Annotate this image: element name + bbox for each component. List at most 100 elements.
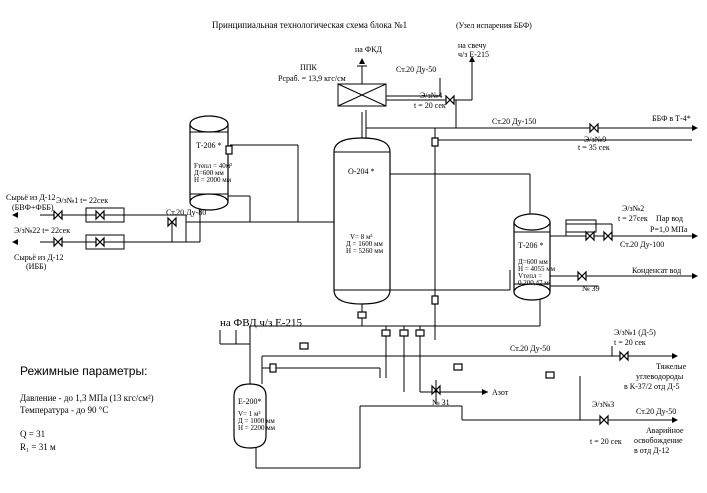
- valve-icon: [269, 363, 277, 373]
- t206-right-param-3: 0,200,47 м²: [518, 279, 551, 287]
- exchanger-t206-top: Т-206 * Fтепл = 40м² Д=600 мм Н = 2000 м…: [189, 115, 232, 211]
- valve-icon: [225, 145, 233, 155]
- label-n39: № 39: [582, 284, 600, 293]
- valves: [53, 94, 629, 426]
- valve-icon: [399, 329, 409, 337]
- label-emerg2: освобождение: [634, 436, 683, 445]
- label-eshn22: Э/з№22 t= 22сек: [14, 226, 70, 235]
- valve-icon: [167, 216, 177, 228]
- label-eshn3-t: t = 20 сек: [590, 437, 622, 446]
- valve-icon: [431, 137, 439, 147]
- valve-icon: [585, 230, 595, 242]
- valve-icon: [453, 363, 463, 371]
- t206-top-param-1: Д=600 мм: [194, 169, 224, 177]
- valve-icon: [545, 371, 555, 379]
- valve-icon: [589, 122, 599, 134]
- params-q: Q = 31: [20, 429, 45, 439]
- label-heavy2: углеводороды: [636, 372, 684, 381]
- label-eshn1b-t: t = 20 сек: [614, 338, 646, 347]
- t206-top-param-0: Fтепл = 40м²: [194, 162, 232, 170]
- valve-icon: [603, 230, 613, 242]
- label-eshn2-t: t = 27сек: [618, 214, 648, 223]
- label-eshn1b: Э/з№1 (Д-5): [614, 328, 656, 337]
- t206-right-param-2: Vтепл =: [518, 272, 542, 280]
- t206-right-label: Т-206 *: [518, 241, 544, 250]
- label-p-open: Pсраб. = 13,9 кгс/см: [278, 74, 346, 83]
- label-feed1: Сырьё из Д-12: [6, 193, 55, 202]
- valve-icon: [415, 329, 425, 337]
- params-heading: Режимные параметры:: [20, 364, 147, 378]
- t206-top-label: Т-206 *: [196, 141, 222, 150]
- label-heavy3: в К-37/2 отд Д-5: [624, 382, 679, 391]
- o204-label: О-204 *: [348, 167, 374, 176]
- arrow-feed2: [12, 239, 18, 245]
- label-eshn3: Э/з№3: [592, 400, 614, 409]
- valve-icon: [577, 270, 587, 282]
- vessel-o204: О-204 * V= 8 м³ Д = 1600 мм Н = 5260 мм: [333, 137, 391, 305]
- valve-icon: [299, 342, 309, 350]
- arrow-candle: [469, 56, 475, 62]
- label-feed1-b: (БВФ+ФББ): [12, 203, 54, 212]
- label-eshn4-t: t = 20 сек: [414, 101, 446, 110]
- label-emerg3: в отд Д-12: [634, 446, 669, 455]
- arrow-heavy: [672, 353, 678, 359]
- label-eshn2: Э/з№2: [622, 204, 644, 213]
- flow-arrows: [12, 56, 698, 423]
- valve-icon: [619, 350, 629, 362]
- label-to-fkd-e215: на ФВД ч/з Е-215: [220, 317, 302, 329]
- label-feed2: Сырьё из Д-12: [14, 253, 63, 262]
- label-ppk: ППК: [300, 63, 318, 72]
- label-st20-du50-bot: Ст.20 Ду-50: [636, 407, 676, 416]
- arrow-steam: [692, 233, 698, 239]
- valve-icon: [95, 209, 105, 221]
- label-st20-du100: Ст.20 Ду-100: [620, 240, 664, 249]
- label-eshn1: Э/з№1 t= 22сек: [56, 196, 108, 205]
- feed-valve-assemblies: [85, 207, 597, 250]
- pipelines: [40, 62, 692, 469]
- t206-right-param-1: Н = 4055 мм: [518, 265, 556, 273]
- diagram-title: Принципиальная технологическая схема бло…: [212, 20, 407, 30]
- label-st20-du80: Ст.20 Ду-80: [166, 208, 206, 217]
- label-heavy1: Тяжелые: [656, 362, 687, 371]
- label-emerg1: Аварийное: [646, 426, 684, 435]
- valve-icon: [381, 329, 391, 337]
- label-eshn4: Э/з№4: [420, 91, 442, 100]
- e200-label: Е-200*: [238, 397, 262, 406]
- label-steam: Пар вод: [656, 214, 683, 223]
- e200-param-2: Н = 2200 мм: [238, 424, 276, 432]
- label-to-candle-2: ч/з Е-215: [458, 50, 489, 59]
- valve-icon: [431, 295, 439, 305]
- valve-icon: [357, 311, 367, 319]
- params-r: R₁ = 31 м: [20, 442, 56, 452]
- arrow-nitrogen: [482, 389, 488, 395]
- params-temperature: Температура - до 90 °С: [20, 405, 108, 415]
- valve-icon: [95, 236, 105, 248]
- label-st20-du50-top: Ст.20 Ду-50: [396, 65, 436, 74]
- o204-param-2: Н = 5260 мм: [346, 247, 384, 255]
- arrow-emergency: [672, 417, 678, 423]
- o204-param-1: Д = 1600 мм: [346, 240, 383, 248]
- exchanger-t206-right: Т-206 * Д=600 мм Н = 4055 мм Vтепл = 0,2…: [513, 213, 556, 301]
- label-feed2-b: (ИББ): [26, 262, 47, 271]
- label-to-fkd: на ФКД: [355, 45, 382, 54]
- valve-icon: [599, 414, 609, 426]
- valve-icon: [431, 384, 441, 396]
- arrow-feed1: [12, 212, 18, 218]
- e200-param-0: V= 1 м³: [238, 410, 261, 418]
- valve-icon: [445, 94, 455, 106]
- label-eshn9: Э/з№9: [584, 135, 606, 144]
- label-st20-du50-mid: Ст.20 Ду-50: [510, 344, 550, 353]
- arrow-fkd: [359, 58, 365, 64]
- t206-top-param-2: Н = 2000 мм: [194, 176, 232, 184]
- diagram-subtitle: (Узел испарения ББФ): [456, 21, 532, 30]
- label-bbf-to: ББФ в Т-4*: [652, 114, 691, 123]
- arrow-condensate: [692, 273, 698, 279]
- vessel-e200: Е-200* V= 1 м³ Д = 1000 мм Н = 2200 мм: [233, 383, 276, 449]
- params-pressure: Давление - до 1,3 МПа (13 кгс/см²): [20, 393, 154, 403]
- label-st20-du150: Ст.20 Ду-150: [492, 117, 536, 126]
- label-condensate: Конденсат вод: [632, 266, 681, 275]
- annotations: на ФКД на свечу ч/з Е-215 ППК Pсраб. = 1…: [6, 41, 691, 455]
- label-to-candle: на свечу: [458, 41, 487, 50]
- label-nitrogen: Азот: [492, 388, 509, 397]
